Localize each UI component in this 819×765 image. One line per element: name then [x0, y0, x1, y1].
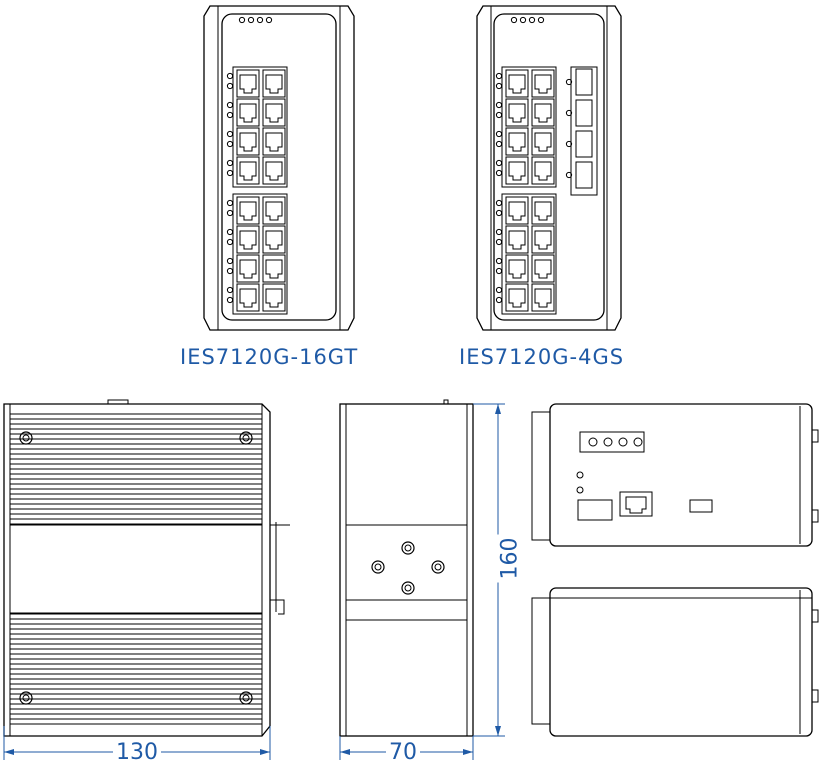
rj45-port — [262, 225, 286, 254]
port-led — [226, 257, 234, 265]
side-view — [3, 399, 290, 737]
front-view-16gt — [203, 5, 355, 331]
rj45-port — [262, 127, 286, 156]
rj45-port — [531, 196, 555, 225]
model-label-4gs: IES7120G-4GS — [459, 345, 625, 369]
sfp-led — [565, 140, 573, 148]
rj45-port — [505, 254, 529, 283]
rj45-port — [531, 98, 555, 127]
port-led — [495, 72, 503, 80]
port-led — [495, 209, 503, 217]
rj45-port — [262, 254, 286, 283]
sfp-port — [575, 68, 593, 96]
sfp-port — [575, 130, 593, 158]
port-led — [495, 140, 503, 148]
port-led — [495, 228, 503, 236]
port-led — [495, 257, 503, 265]
rj45-port — [236, 283, 260, 312]
port-led — [226, 111, 234, 119]
sfp-port — [575, 99, 593, 127]
rj45-port — [505, 283, 529, 312]
port-led — [226, 296, 234, 304]
rj45-port — [236, 196, 260, 225]
rj45-port — [505, 156, 529, 185]
rj45-port — [531, 225, 555, 254]
port-led — [226, 228, 234, 236]
sfp-led — [565, 78, 573, 86]
sfp-port — [575, 161, 593, 189]
model-label-16gt: IES7120G-16GT — [180, 345, 359, 369]
port-led — [495, 286, 503, 294]
rj45-port — [262, 196, 286, 225]
port-led — [495, 199, 503, 207]
port-led — [226, 72, 234, 80]
rj45-port — [262, 98, 286, 127]
front-view-4gs — [476, 5, 622, 331]
top-view — [531, 403, 819, 547]
port-led — [495, 101, 503, 109]
dimension-depth-label: 70 — [386, 740, 420, 765]
sfp-led — [565, 109, 573, 117]
rj45-port — [236, 69, 260, 98]
port-led — [226, 199, 234, 207]
port-led — [495, 159, 503, 167]
port-led — [226, 286, 234, 294]
rj45-port — [262, 283, 286, 312]
rj45-port — [531, 283, 555, 312]
dimension-width-label: 130 — [113, 740, 161, 765]
back-view — [339, 399, 474, 737]
port-led — [226, 140, 234, 148]
sfp-led — [565, 171, 573, 179]
port-led — [226, 169, 234, 177]
rj45-port — [262, 69, 286, 98]
rj45-port — [236, 156, 260, 185]
rj45-port — [236, 225, 260, 254]
port-led — [495, 238, 503, 246]
rj45-port — [505, 196, 529, 225]
port-led — [226, 82, 234, 90]
rj45-port — [531, 69, 555, 98]
rj45-port — [505, 225, 529, 254]
rj45-port — [531, 254, 555, 283]
port-led — [495, 130, 503, 138]
rj45-port — [505, 127, 529, 156]
rj45-port — [505, 69, 529, 98]
rj45-port — [236, 127, 260, 156]
port-led — [226, 267, 234, 275]
rj45-port — [236, 254, 260, 283]
rj45-port — [236, 98, 260, 127]
port-led — [226, 238, 234, 246]
dimension-height-label: 160 — [497, 534, 523, 583]
port-led — [495, 82, 503, 90]
port-led — [226, 101, 234, 109]
bottom-view — [531, 587, 819, 737]
rj45-port — [531, 156, 555, 185]
port-led — [495, 169, 503, 177]
rj45-port — [262, 156, 286, 185]
port-led — [495, 111, 503, 119]
port-led — [226, 130, 234, 138]
port-led — [226, 159, 234, 167]
port-led — [495, 267, 503, 275]
port-led — [226, 209, 234, 217]
port-led — [495, 296, 503, 304]
rj45-port — [505, 98, 529, 127]
rj45-port — [531, 127, 555, 156]
